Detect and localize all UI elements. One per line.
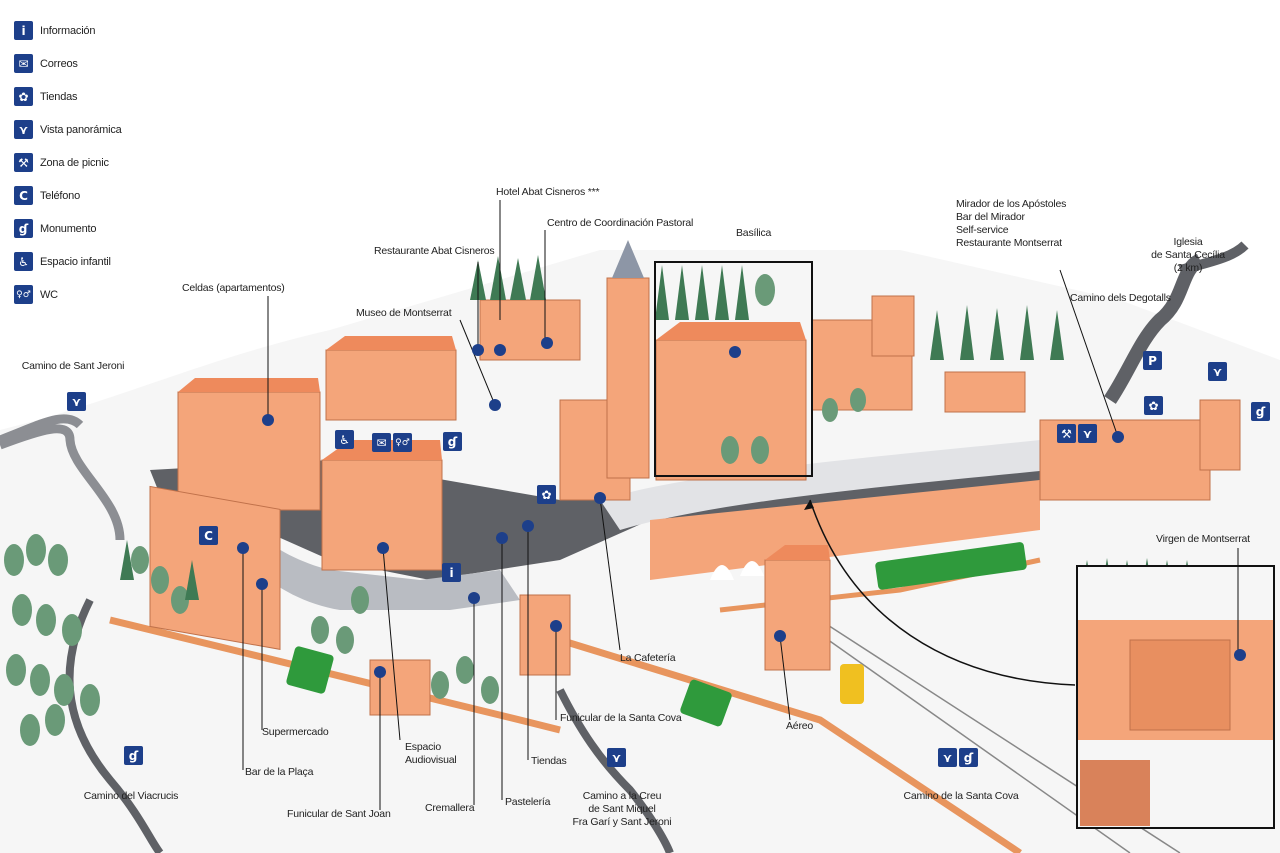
mail-icon: ✉ [14,54,33,73]
legend-label: Zona de picnic [40,156,109,169]
label-espacio-2: Audiovisual [405,754,457,766]
legend-label: Tiendas [40,90,78,103]
label-la-cafeteria: La Cafetería [620,652,676,664]
panorama-icon: ⋎ [607,748,626,767]
label-camino-creu-1: Camino a la Creu [582,790,662,802]
playground-icon: ♿ [335,430,354,449]
label-aereo: Aéreo [786,720,814,732]
info-icon: i [442,563,461,582]
label-virgen: Virgen de Montserrat [1156,533,1250,545]
label-iglesia-1: Iglesia [1173,236,1203,248]
label-basilica: Basílica [736,227,772,239]
legend-item-picnic: ⚒ Zona de picnic [14,146,122,179]
label-iglesia-3: (2 km) [1173,262,1203,274]
panorama-icon: ⋎ [1208,362,1227,381]
legend-label: Espacio infantil [40,255,111,268]
rack-railway-train [286,542,1027,727]
legend-item-info: i Información [14,14,122,47]
map-legend: i Información ✉ Correos ✿ Tiendas ⋎ Vista pa… [14,14,122,311]
legend-item-playground: ♿ Espacio infantil [14,245,122,278]
label-mirador-2: Bar del Mirador [956,211,1025,223]
phone-icon: C [14,186,33,205]
label-restaurante-abat: Restaurante Abat Cisneros [374,245,495,257]
picnic-icon: ⚒ [1057,424,1076,443]
legend-label: Vista panorámica [40,123,122,136]
label-mirador-1: Mirador de los Apóstoles [956,198,1067,210]
label-mirador-4: Restaurante Montserrat [956,237,1062,249]
label-espacio-1: Espacio [405,741,441,753]
panorama-icon: ⋎ [938,748,957,767]
label-bar-placa: Bar de la Plaça [245,766,314,778]
legend-item-wc: ♀♂ WC [14,278,122,311]
label-iglesia-2: de Santa Cecília [1151,249,1225,261]
legend-label: Monumento [40,222,97,235]
label-hotel-abat: Hotel Abat Cisneros *** [496,186,600,198]
label-cremallera: Cremallera [425,802,475,814]
panorama-icon: ⋎ [67,392,86,411]
legend-item-panorama: ⋎ Vista panorámica [14,113,122,146]
label-centro-coordinacion: Centro de Coordinación Pastoral [547,217,694,229]
picnic-icon: ⚒ [14,153,33,172]
playground-icon: ♿ [14,252,33,271]
shop-icon: ✿ [14,87,33,106]
panorama-icon: ⋎ [1078,424,1097,443]
legend-item-monument: ɠ Monumento [14,212,122,245]
panorama-icon: ⋎ [14,120,33,139]
monument-icon: ɠ [14,219,33,238]
label-celdas: Celdas (apartamentos) [182,282,285,294]
label-camino-sant-jeroni: Camino de Sant Jeroni [21,360,125,372]
legend-item-mail: ✉ Correos [14,47,122,80]
legend-label: Teléfono [40,189,80,202]
label-mirador-3: Self-service [956,224,1009,236]
legend-label: Información [40,24,96,37]
legend-item-phone: C Teléfono [14,179,122,212]
label-camino-creu-2: de Sant Miquel [588,803,656,815]
label-tiendas: Tiendas [531,755,567,767]
label-museo: Museo de Montserrat [356,307,452,319]
wc-icon: ♀♂ [393,433,412,452]
label-camino-viacrucis: Camino del Viacrucis [83,790,179,802]
label-camino-santa-cova: Camino de la Santa Cova [903,790,1019,802]
shop-icon: ✿ [537,485,556,504]
monument-icon: ɠ [124,746,143,765]
monument-icon: ɠ [1251,402,1270,421]
label-supermercado: Supermercado [262,726,329,738]
legend-item-shop: ✿ Tiendas [14,80,122,113]
phone-icon: C [199,526,218,545]
monument-icon: ɠ [443,432,462,451]
legend-label: WC [40,288,58,301]
label-funicular-santa-cova: Funicular de la Santa Cova [560,712,682,724]
label-camino-degotalls: Camino dels Degotalls [1070,292,1171,304]
info-icon: i [14,21,33,40]
label-camino-creu-3: Fra Garí y Sant Jeroni [572,816,672,828]
label-funicular-sant-joan: Funicular de Sant Joan [287,808,391,820]
shop-icon: ✿ [1144,396,1163,415]
mail-icon: ✉ [372,433,391,452]
wc-icon: ♀♂ [14,285,33,304]
monument-icon: ɠ [959,748,978,767]
parking-icon: P [1143,351,1162,370]
label-pasteleria: Pastelería [505,796,551,808]
legend-label: Correos [40,57,78,70]
